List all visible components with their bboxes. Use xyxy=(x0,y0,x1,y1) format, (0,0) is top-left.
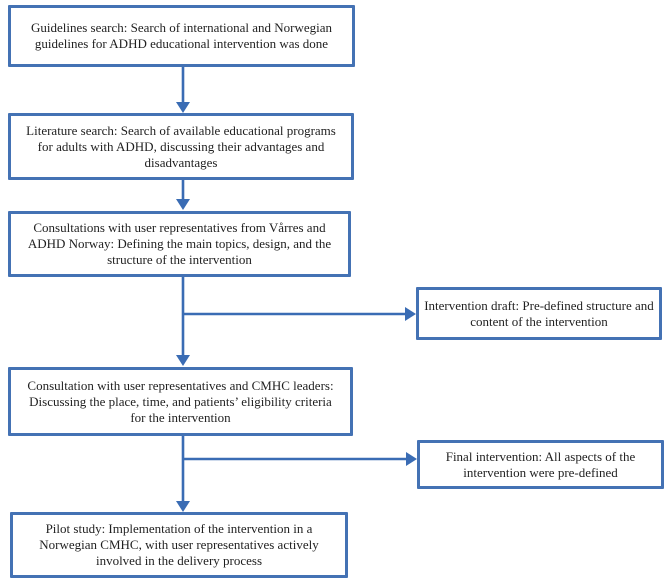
flow-output-intervention-draft: Intervention draft: Pre-defined structur… xyxy=(416,287,662,340)
arrow-cmhc-to-pilot xyxy=(176,436,190,512)
flow-step-pilot-study: Pilot study: Implementation of the inter… xyxy=(10,512,348,578)
flow-step-literature-search: Literature search: Search of available e… xyxy=(8,113,354,180)
flow-step-guidelines-search-text: Guidelines search: Search of internation… xyxy=(30,20,333,51)
flow-step-cmhc-consultation: Consultation with user representatives a… xyxy=(8,367,353,436)
arrow-consultations-to-cmhc xyxy=(176,277,190,366)
arrow-branch-to-final-intervention xyxy=(182,452,417,466)
arrow-literature-to-consultations xyxy=(176,180,190,210)
arrow-guidelines-to-literature xyxy=(176,67,190,113)
flow-output-intervention-draft-text: Intervention draft: Pre-defined structur… xyxy=(424,297,654,329)
flow-step-guidelines-search: Guidelines search: Search of internation… xyxy=(8,5,355,67)
arrow-branch-to-intervention-draft xyxy=(182,307,416,321)
flow-output-final-intervention-text: Final intervention: All aspects of the i… xyxy=(445,448,636,480)
flow-step-user-consultations: Consultations with user representatives … xyxy=(8,211,351,277)
flow-step-literature-search-text: Literature search: Search of available e… xyxy=(26,122,336,170)
flow-output-final-intervention: Final intervention: All aspects of the i… xyxy=(417,440,664,489)
flow-step-pilot-study-text: Pilot study: Implementation of the inter… xyxy=(39,521,319,568)
flow-step-user-consultations-text: Consultations with user representatives … xyxy=(27,220,332,267)
flow-step-cmhc-consultation-text: Consultation with user representatives a… xyxy=(27,377,334,425)
